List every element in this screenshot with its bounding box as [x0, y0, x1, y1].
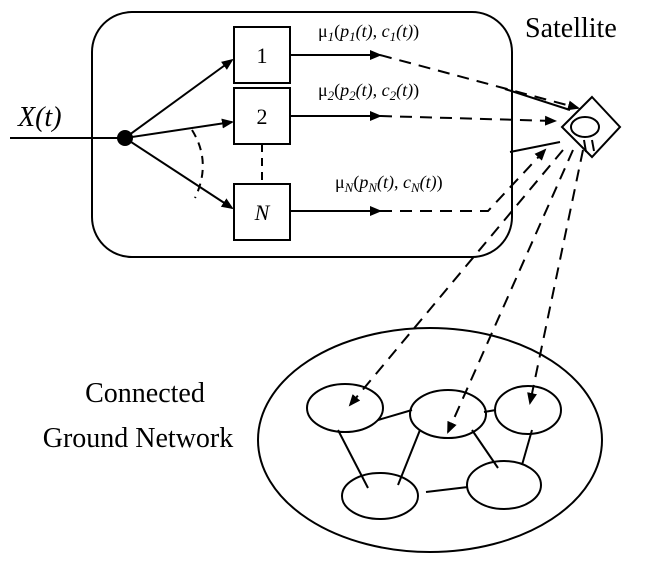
downlink-1	[348, 149, 564, 407]
queue-label-1: 1	[257, 43, 268, 68]
branch-to-queue-2	[124, 118, 234, 139]
satellite-label: Satellite	[525, 13, 617, 44]
uplink-solid-2	[509, 141, 561, 153]
ground-node-c	[494, 385, 562, 435]
edge-d-e	[425, 486, 469, 493]
branch-ellipsis-arc	[191, 129, 204, 199]
ground-node-a	[306, 383, 384, 433]
satellite-tick-1	[583, 139, 587, 153]
ground-node-b	[409, 389, 487, 439]
satellite-tick-2	[591, 139, 595, 152]
edge-c-e	[521, 429, 533, 466]
downlink-3	[527, 149, 584, 405]
ground-network-label-line2: Ground Network	[43, 423, 234, 454]
ground-node-d	[341, 472, 419, 520]
dashed-link-n	[380, 148, 547, 212]
system-container	[91, 11, 513, 258]
edge-a-d	[337, 429, 369, 489]
dashed-link-2	[379, 115, 557, 126]
satellite-antenna	[570, 116, 600, 138]
queue-label-n: N	[254, 200, 271, 225]
edge-b-d	[397, 429, 421, 486]
downlink-2	[447, 149, 574, 434]
branch-to-queue-1	[124, 58, 234, 139]
ground-node-e	[466, 460, 542, 510]
dashed-link-1	[379, 54, 580, 111]
branch-to-queue-n	[124, 137, 234, 210]
satellite-icon	[560, 95, 622, 159]
input-label: X(t)	[17, 102, 62, 133]
ground-network-label-line1: Connected	[85, 378, 205, 409]
flow-label-2: μ2(p2(t), c2(t))	[318, 80, 419, 103]
queue-label-2: 2	[257, 104, 268, 129]
uplink-solid-1	[504, 88, 571, 111]
ground-network-boundary	[257, 327, 603, 553]
flow-label-n: μN(pN(t), cN(t))	[335, 172, 443, 195]
edge-a-b	[377, 409, 413, 421]
flow-label-1: μ1(p1(t), c1(t))	[318, 21, 419, 44]
